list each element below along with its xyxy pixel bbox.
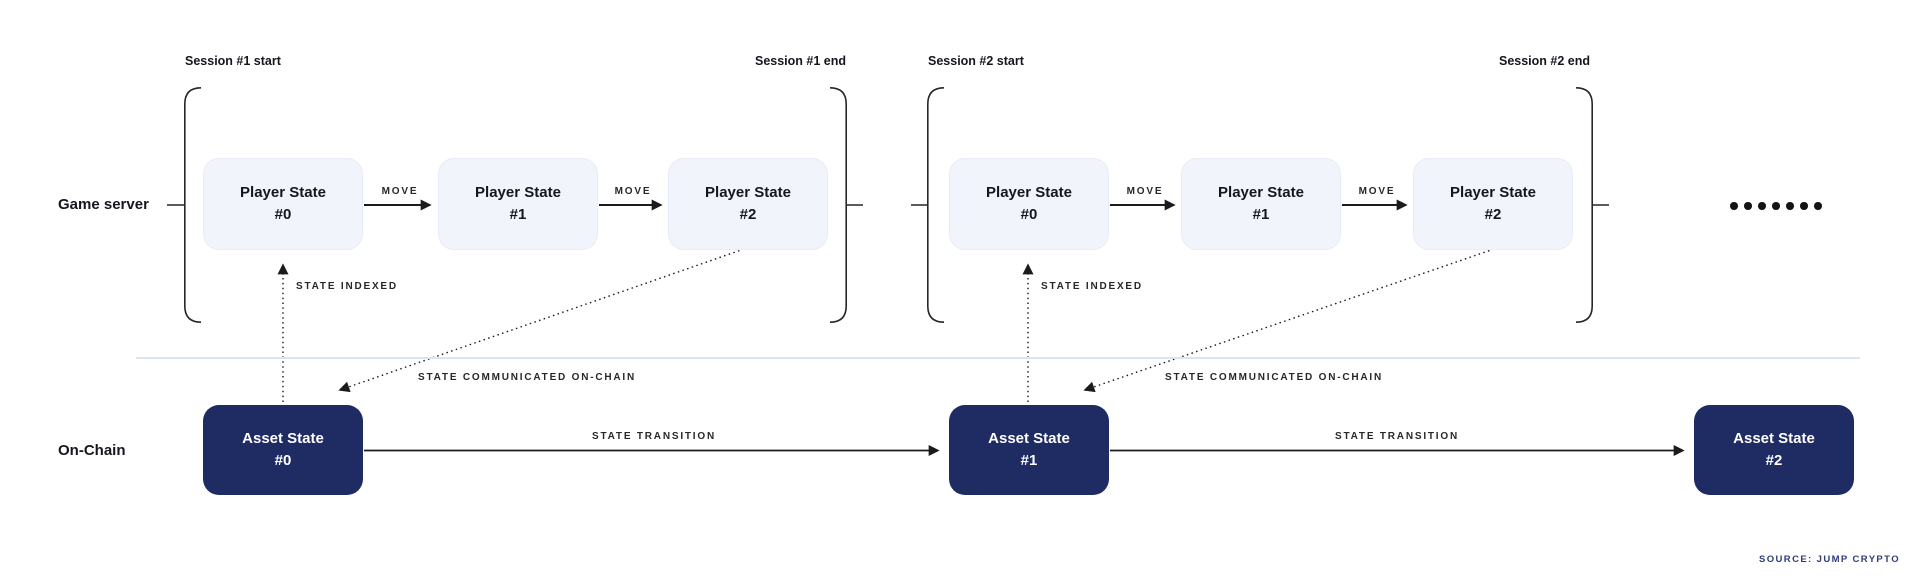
state-indexed-label: STATE INDEXED (1041, 281, 1143, 292)
state-transition-label: STATE TRANSITION (1335, 431, 1459, 442)
continuation-dots (1730, 202, 1822, 210)
asset-state-number: #2 (1765, 452, 1783, 469)
continuation-dot (1744, 202, 1752, 210)
asset-state-box-2: Asset State #2 (1694, 405, 1854, 495)
session1-start-label: Session #1 start (185, 54, 281, 68)
move-label: MOVE (614, 186, 652, 197)
asset-state-number: #1 (1020, 452, 1038, 469)
player-state-number: #2 (1484, 206, 1502, 223)
state-communicated-arrow (1083, 248, 1495, 393)
continuation-dot (1730, 202, 1738, 210)
session1-open-bracket (184, 87, 202, 323)
player-state-title: Player State (475, 184, 561, 202)
player-state-number: #0 (274, 206, 292, 223)
on-chain-row-label: On-Chain (58, 442, 126, 459)
player-state-number: #0 (1020, 206, 1038, 223)
continuation-dot (1814, 202, 1822, 210)
continuation-dot (1786, 202, 1794, 210)
state-communicated-label: STATE COMMUNICATED ON-CHAIN (1165, 372, 1384, 383)
player-state-title: Player State (1450, 184, 1536, 202)
player-state-title: Player State (705, 184, 791, 202)
state-indexed-label: STATE INDEXED (296, 281, 398, 292)
player-state-title: Player State (986, 184, 1072, 202)
session2-open-bracket (927, 87, 945, 323)
state-transition-label: STATE TRANSITION (592, 431, 716, 442)
player-state-number: #1 (1252, 206, 1270, 223)
asset-state-title: Asset State (988, 430, 1070, 448)
session1-end-label: Session #1 end (754, 54, 846, 68)
move-label: MOVE (1126, 186, 1164, 197)
move-label: MOVE (1358, 186, 1396, 197)
player-state-number: #1 (509, 206, 527, 223)
session2-start-label: Session #2 start (928, 54, 1024, 68)
player-state-box-s2-2: Player State #2 (1413, 158, 1573, 250)
player-state-box-s2-1: Player State #1 (1181, 158, 1341, 250)
state-communicated-label: STATE COMMUNICATED ON-CHAIN (418, 372, 637, 383)
game-server-row-label: Game server (58, 196, 149, 213)
session1-close-bracket (829, 87, 847, 323)
asset-state-box-1: Asset State #1 (949, 405, 1109, 495)
player-state-number: #2 (739, 206, 757, 223)
source-credit: SOURCE: JUMP CRYPTO (1759, 554, 1900, 565)
section-divider (136, 357, 1860, 359)
session2-end-label: Session #2 end (1498, 54, 1590, 68)
asset-state-title: Asset State (242, 430, 324, 448)
player-state-box-s1-0: Player State #0 (203, 158, 363, 250)
move-label: MOVE (381, 186, 419, 197)
asset-state-title: Asset State (1733, 430, 1815, 448)
asset-state-number: #0 (274, 452, 292, 469)
state-communicated-arrow (338, 248, 745, 393)
player-state-title: Player State (1218, 184, 1304, 202)
player-state-box-s1-2: Player State #2 (668, 158, 828, 250)
player-state-box-s1-1: Player State #1 (438, 158, 598, 250)
session2-close-bracket (1575, 87, 1593, 323)
continuation-dot (1758, 202, 1766, 210)
player-state-title: Player State (240, 184, 326, 202)
asset-state-box-0: Asset State #0 (203, 405, 363, 495)
continuation-dot (1800, 202, 1808, 210)
player-state-box-s2-0: Player State #0 (949, 158, 1109, 250)
continuation-dot (1772, 202, 1780, 210)
